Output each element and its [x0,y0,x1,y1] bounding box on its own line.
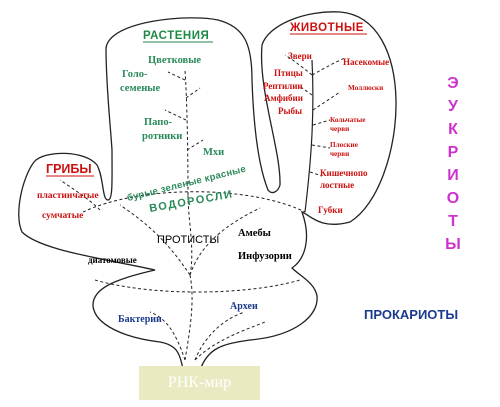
animal-coelenterates-line2: лостные [320,180,354,190]
animal-branch [311,57,346,76]
plants-kingdom-label: РАСТЕНИЯ [143,30,209,42]
protists-label: ПРОТИСТЫ [157,234,219,246]
fungi-kingdom-label: ГРИБЫ [46,162,92,176]
animals-kingdom-label: ЖИВОТНЫЕ [289,22,364,34]
protist-boundary-lower [94,279,301,293]
prokaryote-branch [149,311,186,361]
protist-amoebas: Амебы [238,228,271,239]
plant-ferns-line1: Папо- [144,117,173,128]
plant-branch [185,87,201,99]
fungi-basidiomycetes: пластинчатые [37,191,99,201]
plant-trunk [184,69,189,196]
protist-branch [119,204,191,276]
prokaryote-branch [194,311,246,361]
animal-trunk [304,59,314,213]
animal-branch [312,91,341,111]
prokaryote-bacteria: Бактерии [118,314,162,325]
animal-coelenterates-line1: Кишечнопо [320,168,368,178]
eukaryotes-vertical-label: Э У К Р И О Т Ы [445,75,461,253]
animal-branch [311,144,331,149]
protist-infusoria: Инфузории [238,251,292,262]
protist-branch [189,207,261,276]
animal-flatworms-line2: черви [330,150,349,158]
animal-beasts: Звери [288,51,312,61]
eukaryotes-letter: Р [448,144,459,161]
animal-annelids-line2: черви [330,125,349,133]
prokaryote-archaea: Археи [230,301,258,312]
eukaryotes-letter: И [447,167,459,184]
rna-world-label: РНК-мир [167,374,232,391]
rna-world-box: РНК-мир [139,366,260,400]
eukaryotes-letter: Ы [445,236,461,253]
animal-branch [312,119,331,126]
plant-gymno-line1: Голо- [122,69,148,80]
plant-branch [164,109,187,121]
plant-mosses: Мхи [203,147,224,158]
animal-flatworms-line1: Плоские [330,141,358,149]
animal-fish: Рыбы [278,106,302,116]
protist-branch [187,194,193,276]
prokaryotes-label: ПРОКАРИОТЫ [364,307,458,322]
animal-sponges: Губки [318,205,343,215]
plant-branch [167,71,186,81]
animal-branch [297,84,313,96]
plant-branch [186,139,204,151]
protist-diatoms: диатомовые [88,255,137,265]
eukaryotes-letter: У [448,98,459,115]
animal-insects: Насекомые [343,57,389,67]
eukaryotes-letter: Э [447,75,458,92]
animal-annelids-line1: Кольчатые [330,116,365,124]
animal-reptiles: Рептилии [263,81,303,91]
plant-ferns-line2: ротники [142,131,182,142]
fungi-ascomycetes: сумчатые [42,211,83,221]
plant-gymno-line2: семеные [120,83,161,94]
animal-birds: Птицы [274,68,303,78]
eukaryotes-letter: О [447,190,459,207]
fungi-branch [59,179,101,211]
plant-flowering: Цветковые [148,55,201,66]
prokaryote-branch [184,274,193,361]
prokaryote-branch [194,321,266,361]
eukaryotes-letter: Т [448,213,458,230]
animal-branch [309,171,323,177]
tree-outline [18,11,397,371]
animal-amphibians: Амфибии [264,93,303,103]
animal-molluscs: Моллюски [348,84,383,92]
eukaryotes-letter: К [448,121,458,138]
